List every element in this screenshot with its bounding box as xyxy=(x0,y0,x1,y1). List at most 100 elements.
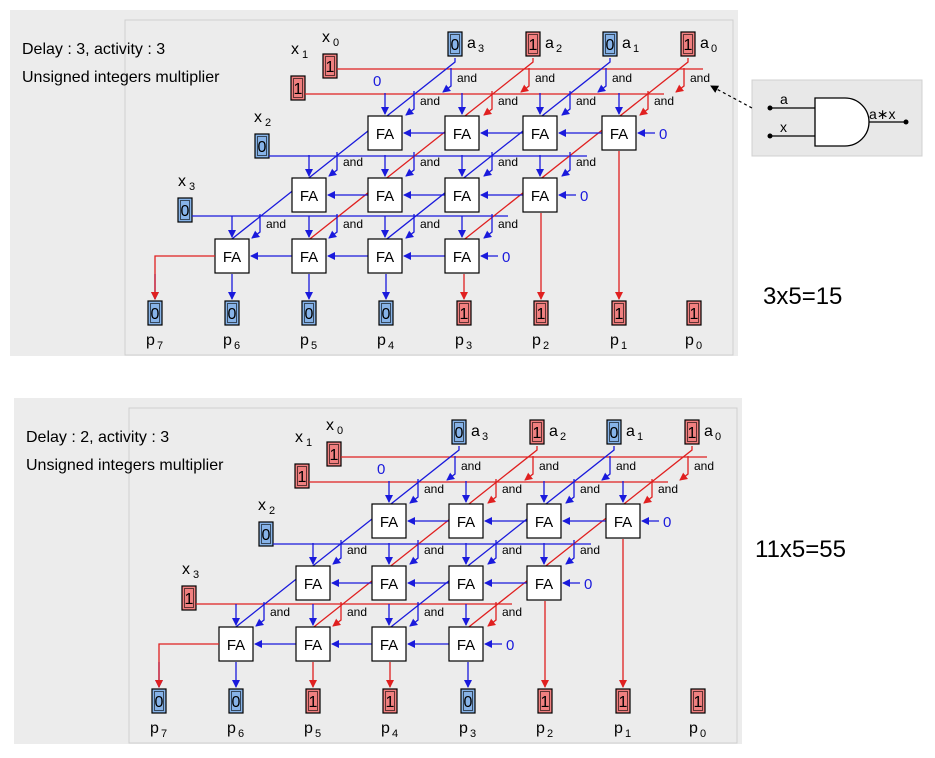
product-bit-2-box xyxy=(537,688,553,714)
full-adder-label: FA xyxy=(614,514,632,531)
p-subscript: 4 xyxy=(388,340,394,352)
full-adder-label: FA xyxy=(610,126,628,143)
x-label: x xyxy=(182,561,190,578)
wire xyxy=(643,479,653,504)
full-adder-label: FA xyxy=(223,249,241,266)
and-gate-label: and xyxy=(420,94,440,108)
full-adder-cell xyxy=(444,115,480,151)
wire xyxy=(483,91,493,116)
wire xyxy=(565,479,575,504)
gate-output: a∗x xyxy=(869,106,896,122)
full-adder-cell xyxy=(522,115,558,151)
x-label: x xyxy=(254,109,262,126)
a-input-1-box xyxy=(606,419,622,445)
full-adder-cell xyxy=(448,565,484,601)
and-gate-label: and xyxy=(612,71,632,85)
p-subscript: 3 xyxy=(466,340,472,352)
full-adder-label: FA xyxy=(457,576,475,593)
product-bit-0-box xyxy=(690,688,706,714)
a-input-2-value: 1 xyxy=(529,37,538,54)
x-subscript: 1 xyxy=(306,437,312,449)
full-adder-label: FA xyxy=(380,514,398,531)
a-label: a xyxy=(467,35,476,52)
product-bit-1-box xyxy=(615,688,631,714)
and-gate-icon xyxy=(814,97,870,147)
and-gate-label: and xyxy=(343,155,363,169)
product-bit-4-inner xyxy=(381,303,391,323)
a-input-3-value: 0 xyxy=(451,37,460,54)
p-label: p xyxy=(536,720,545,737)
x-input-1-box xyxy=(290,75,306,101)
a-subscript: 1 xyxy=(637,431,643,443)
a-subscript: 1 xyxy=(633,43,639,55)
a-input-2-box xyxy=(525,31,541,57)
product-bit-6-value: 0 xyxy=(228,306,237,323)
product-bit-4-box xyxy=(378,300,394,326)
panel-title: Unsigned integers multiplier xyxy=(22,69,220,86)
full-adder-label: FA xyxy=(304,637,322,654)
x-input-3-inner xyxy=(184,588,194,608)
and-gate-label: and xyxy=(457,71,477,85)
wire xyxy=(487,479,497,504)
equation-2: 11x5=55 xyxy=(755,536,846,563)
x-label: x xyxy=(322,29,330,46)
full-adder-label: FA xyxy=(300,249,318,266)
product-bit-6-value: 0 xyxy=(232,694,241,711)
p-label: p xyxy=(146,332,155,349)
x-input-3-value: 0 xyxy=(181,203,190,220)
and-gate-label: and xyxy=(658,482,678,496)
and-gate-legend: a x a∗x xyxy=(710,79,923,157)
p-label: p xyxy=(459,720,468,737)
full-adder-cell xyxy=(218,626,254,662)
panel-title: Unsigned integers multiplier xyxy=(26,457,224,474)
equation-1: 3x5=15 xyxy=(763,283,843,310)
product-bit-7-value: 0 xyxy=(151,306,160,323)
product-bit-1-value: 1 xyxy=(619,694,628,711)
input-zero: 0 xyxy=(373,73,381,90)
p-label: p xyxy=(689,720,698,737)
product-bit-1-inner xyxy=(618,691,628,711)
x-subscript: 3 xyxy=(193,569,199,581)
a-subscript: 2 xyxy=(560,431,566,443)
a-input-3-inner xyxy=(454,422,464,442)
product-bit-4-inner xyxy=(385,691,395,711)
wire xyxy=(639,91,649,116)
full-adder-cell xyxy=(522,177,558,213)
product-bit-2-value: 1 xyxy=(541,694,550,711)
x-input-0-inner xyxy=(325,56,335,76)
and-gate-label: and xyxy=(502,482,522,496)
a-input-1-value: 0 xyxy=(610,425,619,442)
full-adder-cell xyxy=(291,238,327,274)
full-adder-cell xyxy=(444,238,480,274)
p-subscript: 1 xyxy=(625,728,631,740)
full-adder-label: FA xyxy=(376,188,394,205)
p-subscript: 1 xyxy=(621,340,627,352)
x-subscript: 1 xyxy=(302,49,308,61)
product-bit-2-inner xyxy=(536,303,546,323)
and-gate-label: and xyxy=(424,543,444,557)
full-adder-label: FA xyxy=(380,637,398,654)
x-subscript: 3 xyxy=(189,181,195,193)
full-adder-cell xyxy=(367,238,403,274)
wire xyxy=(251,214,261,239)
product-bit-6-box xyxy=(224,300,240,326)
product-bit-3-inner xyxy=(463,691,473,711)
carry-zero: 0 xyxy=(584,576,592,593)
full-adder-label: FA xyxy=(453,188,471,205)
full-adder-cell xyxy=(367,177,403,213)
a-subscript: 2 xyxy=(556,43,562,55)
wire xyxy=(561,91,571,116)
product-bit-4-box xyxy=(382,688,398,714)
wire xyxy=(487,540,497,565)
wire xyxy=(446,456,456,481)
full-adder-label: FA xyxy=(531,126,549,143)
product-bit-3-inner xyxy=(459,303,469,323)
a-input-0-value: 1 xyxy=(688,425,697,442)
a-input-2-inner xyxy=(532,422,542,442)
and-gate-label: and xyxy=(420,217,440,231)
a-label: a xyxy=(622,35,631,52)
and-gate-label: and xyxy=(498,94,518,108)
carry-zero: 0 xyxy=(502,249,510,266)
wire xyxy=(483,214,493,239)
